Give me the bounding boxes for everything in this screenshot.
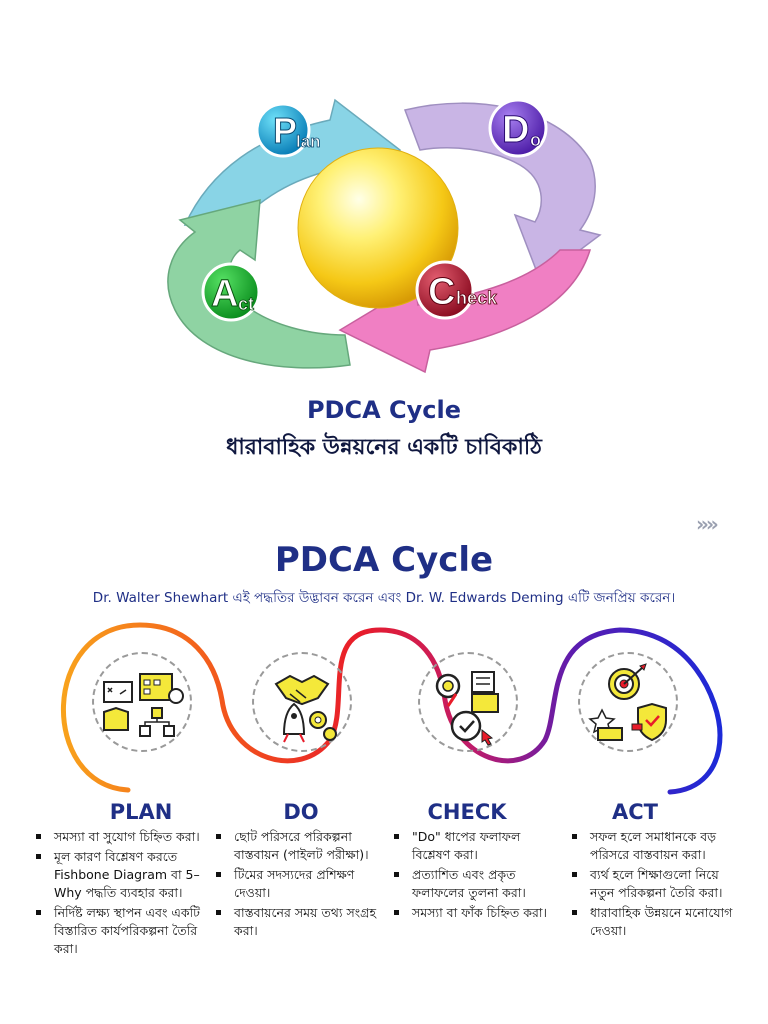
check-badge: C heck bbox=[415, 260, 498, 320]
list-item: সমস্যা বা সুযোগ চিহ্নিত করা। bbox=[32, 828, 202, 846]
list-item: মূল কারণ বিশ্লেষণ করতে Fishbone Diagram … bbox=[32, 848, 202, 902]
section-subtitle: Dr. Walter Shewhart এই পদ্ধতির উদ্ভাবন ক… bbox=[92, 590, 676, 606]
handshake-rocket-icon bbox=[252, 652, 352, 752]
do-badge-small: o bbox=[530, 130, 541, 150]
plan-badge: P lan bbox=[255, 102, 321, 158]
stage-title-do: DO bbox=[283, 800, 319, 824]
wave-path bbox=[60, 622, 723, 795]
plan-arrow bbox=[183, 98, 402, 226]
section-title: PDCA Cycle bbox=[274, 540, 494, 580]
list-item: সফল হলে সমাধানকে বড় পরিসরে বাস্তবায়ন ক… bbox=[568, 828, 738, 864]
list-item: সমস্যা বা ফাঁক চিহ্নিত করা। bbox=[390, 904, 555, 922]
list-item: ধারাবাহিক উন্নয়নে মনোযোগ দেওয়া। bbox=[568, 904, 738, 940]
wave-connector bbox=[60, 622, 723, 795]
do-bullet-list: ছোট পরিসরে পরিকল্পনা বাস্তবায়ন (পাইলট প… bbox=[212, 828, 377, 942]
act-bullet-list: সফল হলে সমাধানকে বড় পরিসরে বাস্তবায়ন ক… bbox=[568, 828, 738, 942]
target-shield-icon bbox=[578, 652, 678, 752]
inspection-icon bbox=[418, 652, 518, 752]
check-badge-big: C bbox=[428, 271, 455, 313]
list-item: ব্যর্থ হলে শিক্ষাগুলো নিয়ে নতুন পরিকল্প… bbox=[568, 866, 738, 902]
list-item: "Do" ধাপের ফলাফল বিশ্লেষণ করা। bbox=[390, 828, 555, 864]
top-title: PDCA Cycle bbox=[306, 396, 462, 424]
plan-badge-big: P bbox=[273, 110, 297, 151]
stage-title-act: ACT bbox=[612, 800, 658, 824]
plan-bullet-list: সমস্যা বা সুযোগ চিহ্নিত করা। মূল কারণ বি… bbox=[32, 828, 202, 960]
check-bullet-list: "Do" ধাপের ফলাফল বিশ্লেষণ করা। প্রত্যাশি… bbox=[390, 828, 555, 924]
act-badge-big: A bbox=[211, 273, 238, 315]
plan-badge-small: lan bbox=[296, 132, 321, 151]
do-badge: D o bbox=[488, 98, 548, 158]
act-badge: A ct bbox=[201, 262, 261, 322]
list-item: প্রত্যাশিত এবং প্রকৃত ফলাফলের তুলনা করা। bbox=[390, 866, 555, 902]
list-item: নির্দিষ্ট লক্ষ্য স্থাপন এবং একটি বিস্তার… bbox=[32, 904, 202, 958]
check-badge-small: heck bbox=[456, 288, 498, 308]
do-badge-big: D bbox=[502, 109, 529, 151]
list-item: বাস্তবায়নের সময় তথ্য সংগ্রহ করা। bbox=[212, 904, 377, 940]
stage-title-check: CHECK bbox=[427, 800, 507, 824]
planning-icon bbox=[92, 652, 192, 752]
act-arrow bbox=[167, 199, 351, 369]
top-subtitle: ধারাবাহিক উন্নয়নের একটি চাবিকাঠি bbox=[226, 435, 542, 460]
pdca-cycle-diagram: P lan D o C heck A ct bbox=[167, 98, 602, 374]
act-badge-small: ct bbox=[238, 294, 254, 314]
list-item: টিমের সদস্যদের প্রশিক্ষণ দেওয়া। bbox=[212, 866, 377, 902]
stage-title-plan: PLAN bbox=[109, 800, 173, 824]
center-sphere bbox=[297, 147, 459, 309]
list-item: ছোট পরিসরে পরিকল্পনা বাস্তবায়ন (পাইলট প… bbox=[212, 828, 377, 864]
chevron-right-icon: »» bbox=[696, 512, 719, 536]
